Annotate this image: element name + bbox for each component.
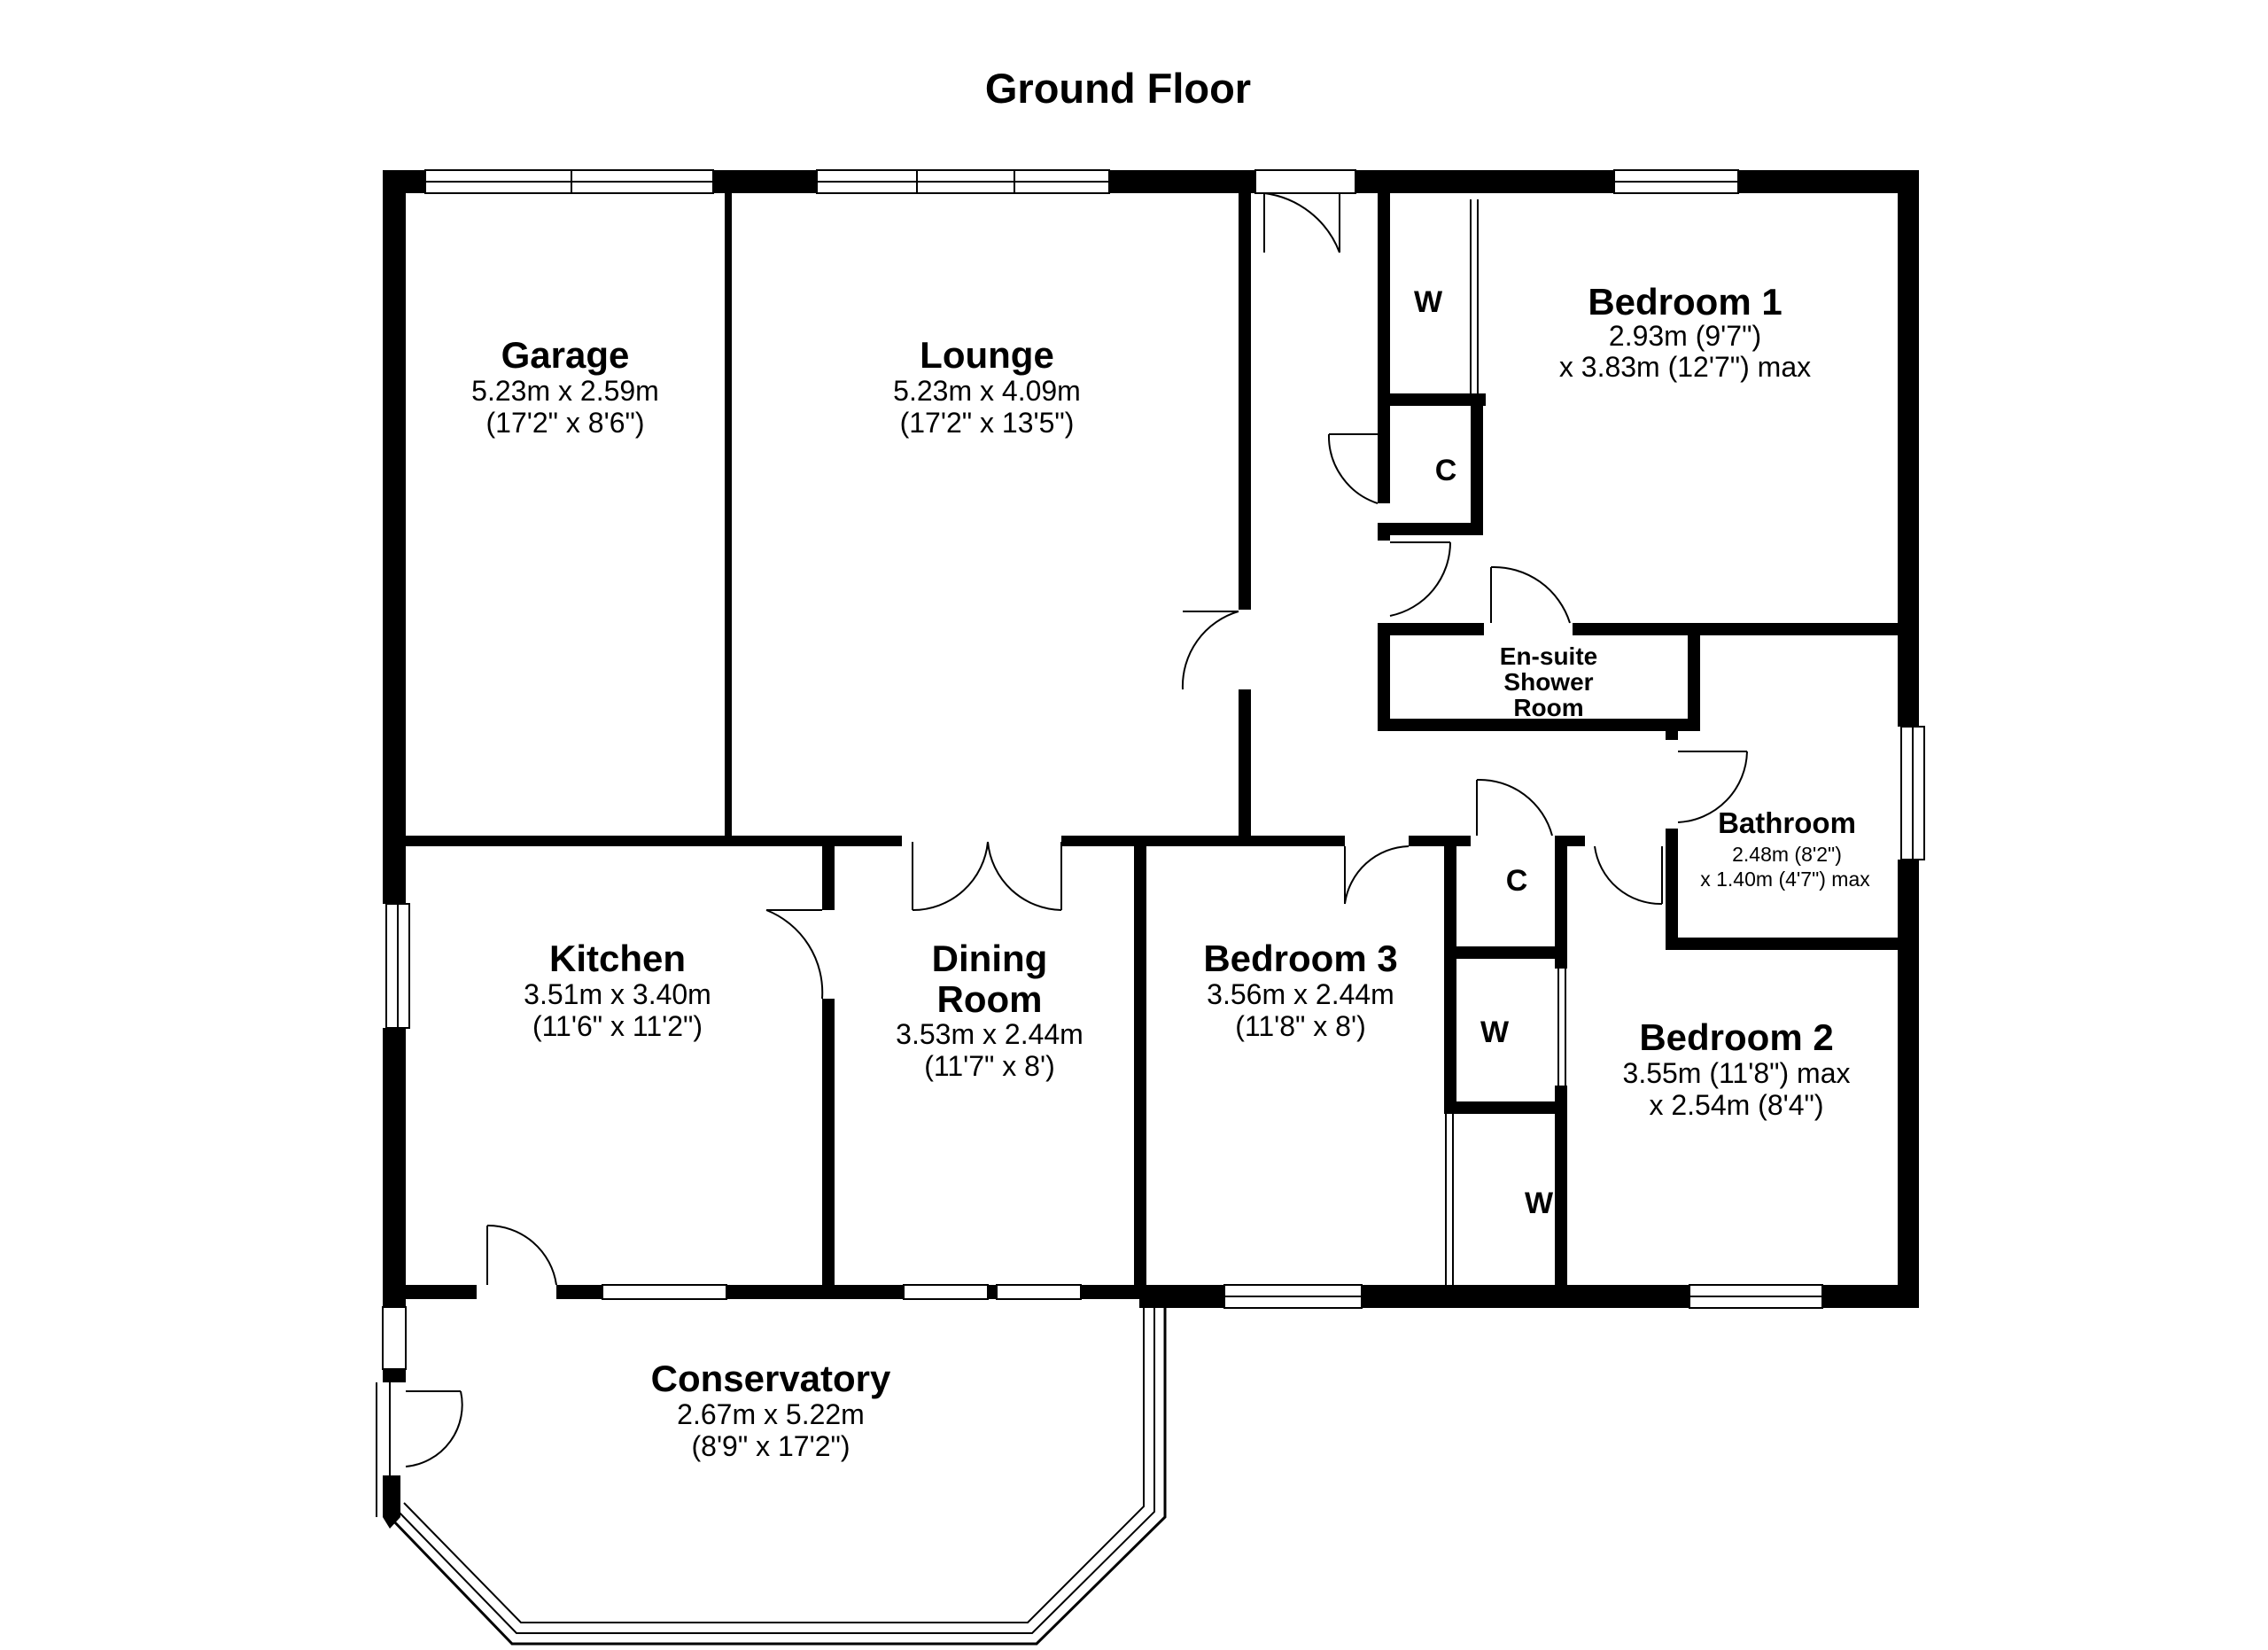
window [996, 1284, 1082, 1300]
room-name: Conservatory [651, 1358, 891, 1399]
walls [383, 170, 1919, 1529]
room-dimensions-imperial: (17'2" x 8'6") [485, 407, 644, 439]
room-name: Bathroom [1718, 806, 1856, 839]
room-dimensions-line-2: x 1.40m (4'7") max [1700, 868, 1870, 891]
floor-title: Ground Floor [985, 65, 1251, 112]
room-name-line-1: Dining [932, 938, 1048, 979]
room-garage: Garage 5.23m x 2.59m (17'2" x 8'6") [471, 334, 659, 439]
room-name: Bedroom 2 [1639, 1016, 1833, 1058]
room-dimensions-line-2: x 3.83m (12'7") max [1559, 351, 1811, 383]
storage-markers: W C C W W [1414, 285, 1554, 1220]
window [903, 1284, 989, 1300]
room-lounge: Lounge 5.23m x 4.09m (17'2" x 13'5") [893, 334, 1081, 439]
doors [405, 169, 1748, 1467]
room-kitchen: Kitchen 3.51m x 3.40m (11'6" x 11'2") [524, 938, 711, 1042]
room-dimensions-line-1: 2.48m (8'2") [1732, 843, 1842, 866]
room-name-line-3: Room [1513, 694, 1583, 721]
room-dimensions-line-1: 2.93m (9'7") [1609, 320, 1761, 352]
window [602, 1284, 727, 1300]
room-bedroom-2: Bedroom 2 3.55m (11'8") max x 2.54m (8'4… [1623, 1016, 1851, 1121]
room-dining: Dining Room 3.53m x 2.44m (11'7" x 8') [896, 938, 1084, 1082]
room-dimensions-line-2: x 2.54m (8'4") [1649, 1089, 1823, 1121]
room-bedroom-3: Bedroom 3 3.56m x 2.44m (11'8" x 8') [1203, 938, 1397, 1042]
room-bedroom-1: Bedroom 1 2.93m (9'7") x 3.83m (12'7") m… [1559, 281, 1811, 383]
room-dimensions-metric: 5.23m x 2.59m [471, 375, 659, 407]
room-dimensions-imperial: (8'9" x 17'2") [691, 1430, 850, 1462]
wardrobe-marker: W [1480, 1016, 1510, 1049]
conservatory-glazing [376, 1305, 1167, 1646]
window [382, 1306, 407, 1370]
room-bathroom: Bathroom 2.48m (8'2") x 1.40m (4'7") max [1700, 806, 1870, 891]
room-dimensions-metric: 3.56m x 2.44m [1207, 978, 1394, 1010]
cupboard-marker: C [1435, 454, 1457, 487]
room-conservatory: Conservatory 2.67m x 5.22m (8'9" x 17'2"… [651, 1358, 891, 1462]
room-name-line-2: Shower [1503, 668, 1593, 696]
room-dimensions-imperial: (11'6" x 11'2") [532, 1010, 703, 1042]
room-dimensions-metric: 5.23m x 4.09m [893, 375, 1081, 407]
room-name: Bedroom 1 [1588, 281, 1782, 323]
room-name: Bedroom 3 [1203, 938, 1397, 979]
room-dimensions-imperial: (11'7" x 8') [924, 1050, 1054, 1082]
room-name-line-2: Room [937, 978, 1043, 1020]
room-name: Lounge [920, 334, 1054, 376]
wardrobe-marker: W [1414, 285, 1443, 319]
room-dimensions-imperial: (17'2" x 13'5") [900, 407, 1075, 439]
room-dimensions-imperial: (11'8" x 8') [1235, 1010, 1365, 1042]
room-name: Garage [501, 334, 630, 376]
room-dimensions-metric: 3.51m x 3.40m [524, 978, 711, 1010]
room-dimensions-metric: 2.67m x 5.22m [677, 1398, 865, 1430]
room-name: Kitchen [549, 938, 686, 979]
room-name-line-1: En-suite [1500, 642, 1597, 670]
room-dimensions-metric: 3.53m x 2.44m [896, 1018, 1084, 1050]
room-dimensions-line-1: 3.55m (11'8") max [1623, 1057, 1851, 1089]
wardrobe-marker: W [1525, 1187, 1554, 1220]
room-ensuite: En-suite Shower Room [1500, 642, 1597, 721]
sliding-doors [1445, 199, 1566, 1285]
cupboard-marker: C [1506, 864, 1528, 898]
